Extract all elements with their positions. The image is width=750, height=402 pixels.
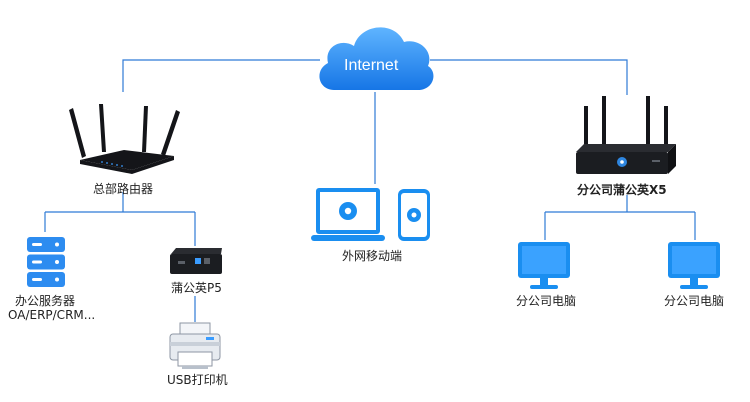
- branch-pc-1-icon: [518, 242, 570, 289]
- server-icon: [27, 237, 65, 287]
- phone-icon: [398, 189, 430, 241]
- p5-device-icon: [170, 248, 222, 274]
- line-internet-hq: [122, 59, 320, 92]
- internet-cloud-icon: [319, 27, 434, 90]
- branch-pc-2-icon: [668, 242, 720, 289]
- printer-label: USB打印机: [167, 373, 228, 387]
- office-server-label: 办公服务器: [15, 294, 76, 308]
- x5-router-icon: [576, 96, 676, 174]
- mobile-label: 外网移动端: [342, 249, 403, 263]
- office-server-sublabel: OA/ERP/CRM...: [8, 308, 96, 322]
- x5-label: 分公司蒲公英X5: [577, 183, 667, 197]
- laptop-icon: [311, 188, 385, 241]
- hq-router-label: 总部路由器: [93, 182, 154, 196]
- hq-router-icon: [69, 104, 180, 174]
- branch-pc-2-label: 分公司电脑: [664, 294, 725, 308]
- line-internet-branch: [430, 59, 628, 95]
- internet-label: Internet: [344, 57, 399, 74]
- printer-icon: [169, 322, 221, 369]
- branch-pc-1-label: 分公司电脑: [516, 294, 577, 308]
- p5-label: 蒲公英P5: [171, 281, 222, 295]
